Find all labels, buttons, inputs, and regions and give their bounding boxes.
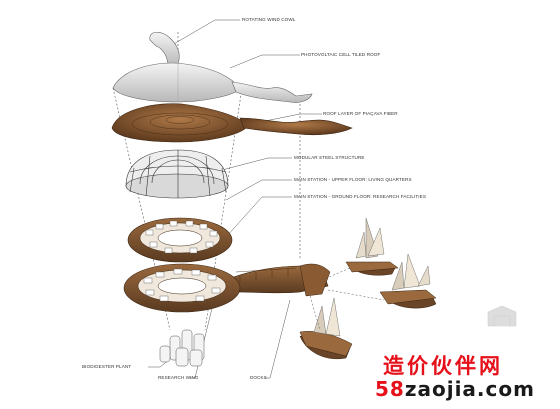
ground-floor-ring [123,263,331,313]
piacava-roof-layer [111,103,353,143]
leader-lines [148,19,322,379]
label-upper-floor: MAIN STATION - UPPER FLOOR: LIVING QUART… [294,177,412,182]
label-steel-structure: MODULAR STEEL STRUCTURE [294,155,365,160]
boat-bottom [299,297,353,360]
label-photovoltaic-roof: PHOTOVOLTAIC CELL TILED ROOF [301,52,381,57]
upper-floor-ring [127,217,233,263]
watermark-number: 58 [375,377,405,401]
label-roof-layer: ROOF LAYER OF PIAÇAVA FIBER [323,111,398,116]
label-biodigester: BIODIGESTER PLANT [82,364,132,369]
label-rotating-wind-cowl: ROTATING WIND COWL [242,17,296,22]
boat-middle [379,253,437,309]
photovoltaic-roof [112,62,313,103]
watermark-domain: 58zaojia.com [375,377,535,401]
watermark-logo-icon [487,305,517,327]
watermark-chinese: 造价伙伴网 [383,354,503,378]
label-docks: DOCKS [250,375,267,380]
watermark-domain-text: zaojia.com [404,377,535,401]
label-ground-floor: MAIN STATION - GROUND FLOOR: RESEARCH FA… [294,194,426,199]
modular-steel-dome [125,149,229,199]
biodigester-plant [159,329,205,367]
dock-guides [309,267,385,331]
rotating-wind-cowl [149,31,180,67]
boat-top [345,217,399,276]
label-research-wing: RESEARCH WING [158,375,199,380]
